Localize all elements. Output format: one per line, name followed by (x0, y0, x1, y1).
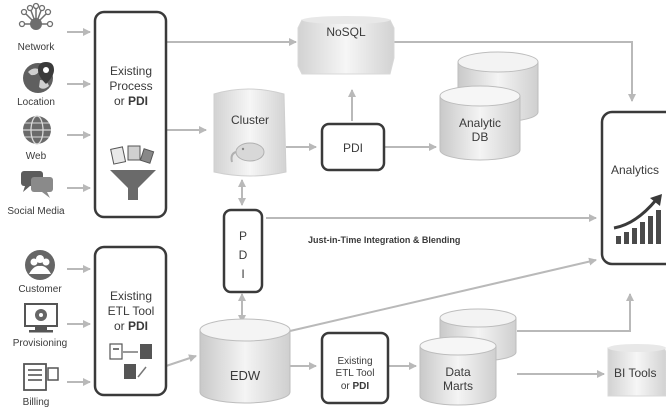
etl-small-line2: ETL Tool (336, 368, 375, 379)
or-text: or (114, 94, 125, 108)
pdi-label: PDI (343, 141, 363, 155)
pdi-text: PDI (128, 94, 148, 108)
social-media-chat-icon (21, 171, 53, 198)
nosql-store: NoSQL (297, 16, 395, 75)
funnel-icon (110, 145, 156, 200)
existing-process-line2: Process (109, 79, 152, 93)
data-marts: Data Marts (419, 308, 517, 406)
provisioning-monitor-icon (24, 303, 58, 333)
source-label-social-media: Social Media (7, 206, 65, 217)
flow-arrows (67, 28, 636, 386)
bi-tools-label: BI Tools (614, 366, 656, 380)
location-globe-icon (23, 62, 54, 93)
etl-tool-line2: ETL Tool (108, 304, 155, 318)
existing-etl-small-box: Existing ETL Tool or PDI (320, 331, 390, 405)
pdi-vertical-d: D (239, 248, 248, 262)
network-icon (18, 2, 54, 30)
source-label-location: Location (17, 97, 55, 108)
source-label-network: Network (18, 42, 56, 53)
etl-small-line1: Existing (337, 356, 372, 367)
source-label-billing: Billing (23, 397, 50, 408)
growth-chart-icon (613, 194, 662, 244)
existing-process-or-pdi: or PDI (114, 94, 148, 108)
document-transform-icon (109, 343, 152, 379)
bi-tools-store: BI Tools (607, 344, 666, 397)
nosql-label: NoSQL (326, 25, 366, 39)
pdi-text: PDI (353, 381, 370, 392)
or-text: or (114, 319, 125, 333)
cluster-label: Cluster (231, 113, 269, 127)
analytic-db-line1: Analytic (459, 116, 501, 130)
or-text: or (341, 381, 351, 392)
customer-group-icon (25, 250, 55, 280)
etl-tool-or-pdi: or PDI (114, 319, 148, 333)
edw-label: EDW (230, 368, 261, 383)
source-label-web: Web (26, 151, 47, 162)
etl-small-or-pdi: or PDI (341, 381, 370, 392)
analytics-label: Analytics (611, 163, 659, 177)
jit-integration-label: Just-in-Time Integration & Blending (308, 235, 460, 245)
etl-tool-line1: Existing (110, 289, 152, 303)
existing-process-box: Existing Process or PDI (93, 10, 168, 219)
edw-database: EDW (199, 318, 291, 404)
pdi-vertical-box: P D I (222, 208, 264, 294)
source-label-customer: Customer (18, 284, 62, 295)
analytics-box: Analytics (600, 110, 666, 266)
hadoop-elephant-icon (230, 142, 265, 163)
cluster-node: Cluster (213, 88, 287, 177)
pdi-text: PDI (128, 319, 148, 333)
data-marts-line2: Marts (443, 379, 473, 393)
analytic-db: Analytic DB (439, 51, 539, 161)
pdi-box: PDI (320, 122, 386, 172)
source-label-provisioning: Provisioning (13, 338, 67, 349)
data-marts-line1: Data (445, 365, 471, 379)
pdi-vertical-i: I (241, 267, 244, 281)
billing-invoice-icon (23, 363, 59, 391)
pdi-vertical-p: P (239, 229, 247, 243)
existing-process-line1: Existing (110, 64, 152, 78)
analytic-db-line2: DB (472, 130, 489, 144)
existing-etl-tool-box: Existing ETL Tool or PDI (93, 245, 168, 397)
web-globe-icon (23, 115, 51, 145)
